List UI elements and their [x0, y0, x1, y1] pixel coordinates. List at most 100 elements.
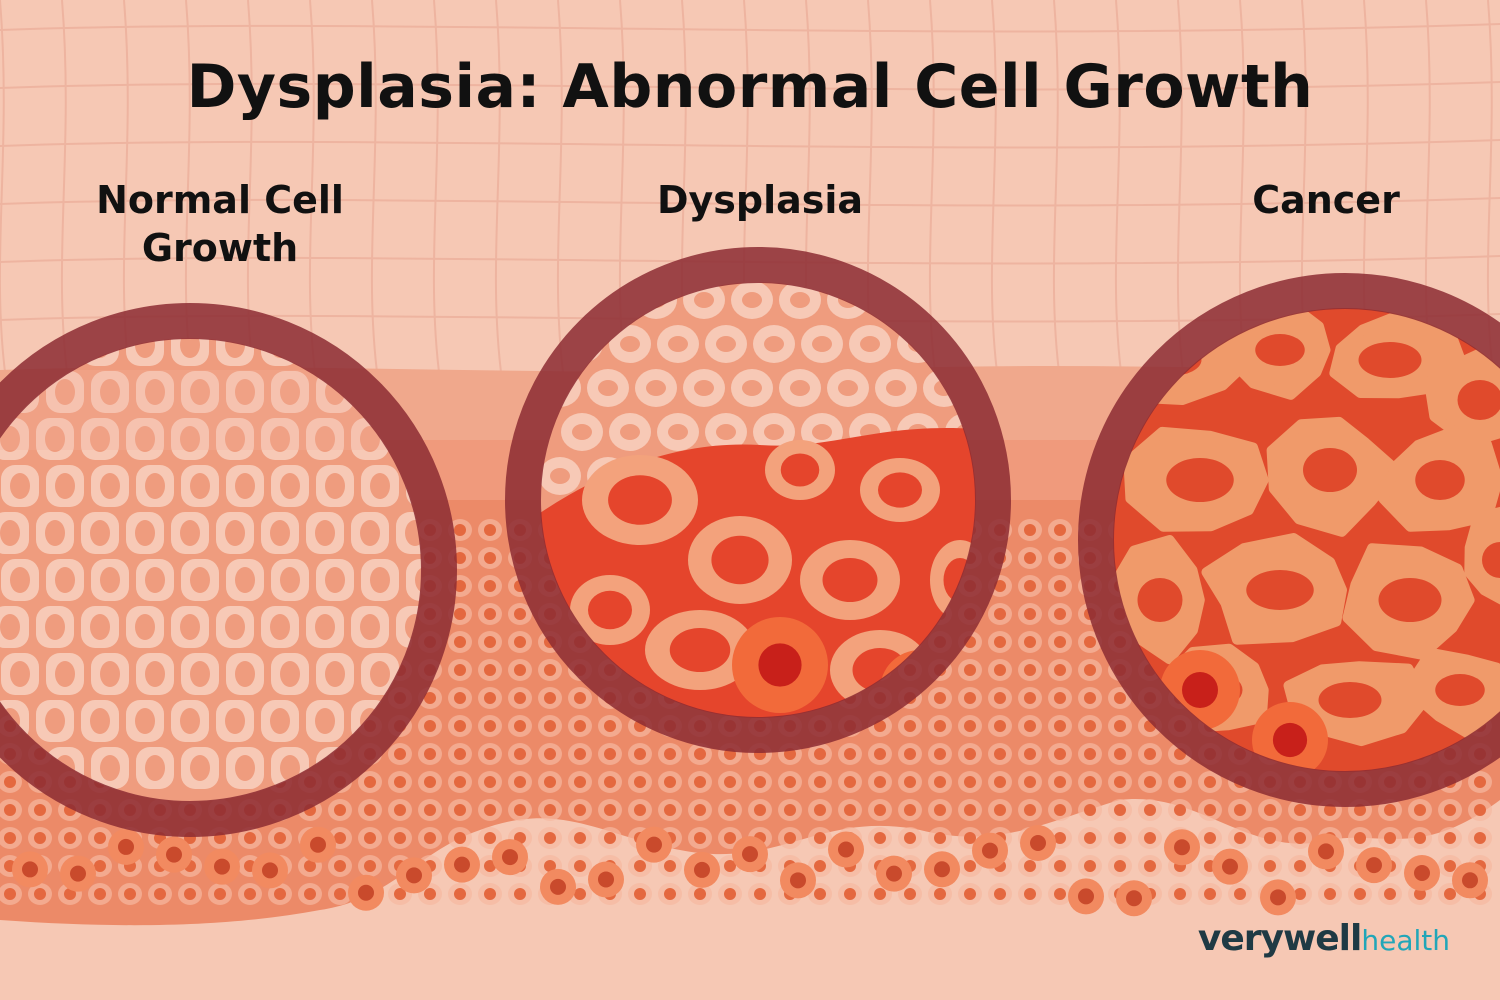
cell-nucleus	[620, 336, 640, 352]
cell-nucleus	[934, 692, 946, 704]
cell-nucleus	[544, 832, 556, 844]
cell-nucleus	[1024, 636, 1036, 648]
cell-nucleus	[1444, 832, 1456, 844]
normal-cell	[396, 338, 422, 366]
cell-nucleus	[235, 755, 255, 781]
cell-nucleus	[814, 748, 826, 760]
cell-nucleus	[1084, 776, 1096, 788]
cell-nucleus	[544, 720, 556, 732]
cell-nucleus	[1024, 888, 1036, 900]
cell-nucleus	[0, 426, 20, 452]
cell-nucleus	[1114, 832, 1126, 844]
cell-nucleus	[814, 776, 826, 788]
cell-nucleus	[514, 776, 526, 788]
cell-nucleus	[484, 720, 496, 732]
cell-nucleus	[994, 748, 1006, 760]
cell-nucleus	[1255, 334, 1305, 366]
logo-wordmark-verywell: verywell	[1197, 918, 1362, 959]
cell-nucleus	[180, 708, 200, 734]
cell-nucleus	[406, 867, 422, 884]
cell-nucleus	[1204, 888, 1216, 900]
cell-nucleus	[94, 860, 106, 872]
cell-nucleus	[1354, 804, 1366, 816]
cell-nucleus	[90, 708, 110, 734]
cell-nucleus	[994, 692, 1006, 704]
cell-nucleus	[874, 804, 886, 816]
cell-nucleus	[454, 832, 466, 844]
cell-nucleus	[454, 692, 466, 704]
cell-nucleus	[315, 426, 335, 452]
cell-nucleus	[1024, 720, 1036, 732]
normal-cells-view	[0, 338, 422, 802]
cell-nucleus	[94, 832, 106, 844]
cell-nucleus	[994, 804, 1006, 816]
cell-nucleus	[1054, 888, 1066, 900]
cell-nucleus	[844, 804, 856, 816]
cell-nucleus	[574, 748, 586, 760]
cell-nucleus	[878, 472, 922, 508]
cell-nucleus	[814, 888, 826, 900]
cell-nucleus	[874, 832, 886, 844]
cell-nucleus	[1114, 804, 1126, 816]
cell-nucleus	[454, 636, 466, 648]
cell-nucleus	[55, 379, 75, 405]
cell-nucleus	[484, 804, 496, 816]
cell-nucleus	[1354, 832, 1366, 844]
cell-nucleus	[214, 858, 230, 875]
cell-nucleus	[145, 473, 165, 499]
cell-nucleus	[334, 860, 346, 872]
cell-nucleus	[994, 580, 1006, 592]
cell-nucleus	[180, 520, 200, 546]
cell-nucleus	[574, 692, 586, 704]
cell-nucleus	[1084, 664, 1096, 676]
cell-nucleus	[45, 614, 65, 640]
cell-nucleus	[694, 804, 706, 816]
cell-nucleus	[1144, 832, 1156, 844]
cell-nucleus	[225, 708, 245, 734]
cell-nucleus	[1114, 748, 1126, 760]
cell-nucleus	[1054, 552, 1066, 564]
cell-nucleus	[154, 888, 166, 900]
cell-nucleus	[514, 608, 526, 620]
cell-nucleus	[4, 804, 16, 816]
cell-nucleus	[544, 692, 556, 704]
cell-nucleus	[964, 692, 976, 704]
cell-nucleus	[484, 580, 496, 592]
cell-nucleus	[604, 748, 616, 760]
cell-nucleus	[394, 832, 406, 844]
cell-nucleus	[1414, 832, 1426, 844]
cell-nucleus	[484, 860, 496, 872]
cell-nucleus	[1078, 888, 1094, 905]
cell-nucleus	[1435, 674, 1485, 706]
cell-nucleus	[135, 520, 155, 546]
cell-nucleus	[100, 379, 120, 405]
cell-nucleus	[634, 804, 646, 816]
cell-nucleus	[764, 424, 784, 440]
cell-nucleus	[1174, 776, 1186, 788]
cell-nucleus	[34, 888, 46, 900]
cell-nucleus	[598, 380, 618, 396]
grid-line	[0, 139, 1500, 149]
cell-nucleus	[964, 776, 976, 788]
cell-nucleus	[964, 804, 976, 816]
grid-line	[1114, 0, 1123, 381]
cell-nucleus	[1084, 804, 1096, 816]
cell-nucleus	[814, 860, 826, 872]
cell-nucleus	[4, 776, 16, 788]
cell-nucleus	[964, 888, 976, 900]
verywell-health-logo: verywellhealth	[1198, 918, 1450, 959]
cell-nucleus	[904, 832, 916, 844]
cell-nucleus	[1024, 860, 1036, 872]
cell-nucleus	[604, 720, 616, 732]
cell-nucleus	[360, 426, 380, 452]
cell-nucleus	[1234, 832, 1246, 844]
cell-nucleus	[1414, 804, 1426, 816]
cell-nucleus	[860, 336, 880, 352]
cell-nucleus	[370, 473, 390, 499]
cell-nucleus	[315, 708, 335, 734]
cell-nucleus	[166, 846, 182, 863]
cell-nucleus	[574, 860, 586, 872]
cell-nucleus	[608, 475, 672, 525]
cell-nucleus	[304, 860, 316, 872]
